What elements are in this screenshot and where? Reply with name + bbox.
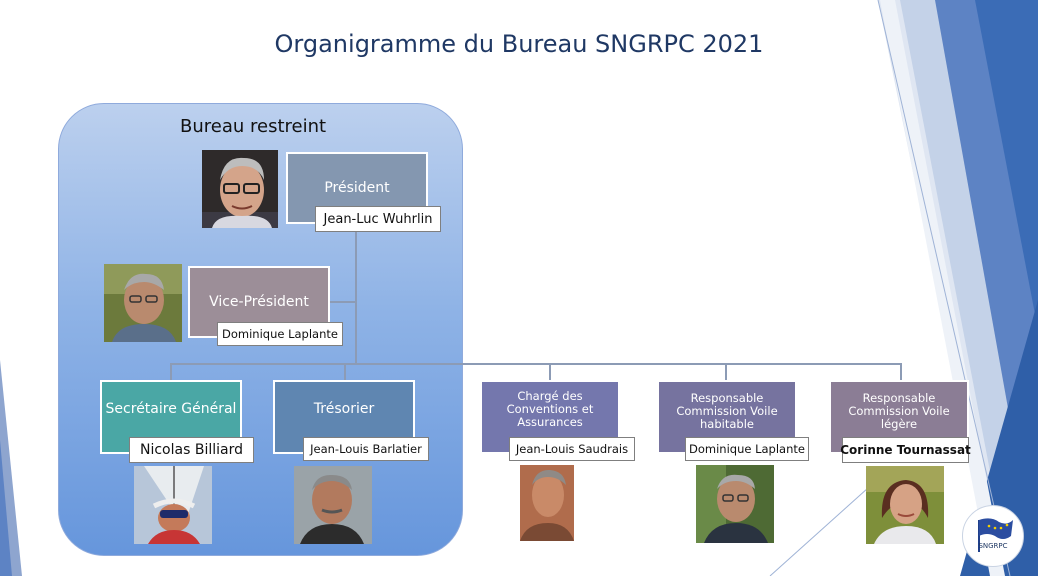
- voile-habitable-photo: [696, 465, 774, 543]
- voile-legere-role: Responsable Commission Voile légère: [848, 391, 950, 432]
- vice-president-name: Dominique Laplante: [217, 322, 343, 346]
- president-role: Président: [324, 179, 390, 196]
- conventions-name: Jean-Louis Saudrais: [509, 437, 635, 461]
- voile-habitable-role: Responsable Commission Voile habitable: [676, 391, 778, 432]
- voile-legere-photo: [866, 466, 944, 544]
- secretaire-role: Secrétaire Général: [105, 400, 237, 417]
- slide-title: Organigramme du Bureau SNGRPC 2021: [274, 30, 764, 58]
- voile-habitable-name: Dominique Laplante: [685, 437, 809, 461]
- conventions-photo: [520, 465, 574, 541]
- group-label: Bureau restreint: [180, 116, 327, 137]
- vice-president-role: Vice-Président: [209, 293, 309, 310]
- voile-legere-name: Corinne Tournassat: [840, 437, 971, 463]
- connector-line: [330, 301, 356, 303]
- tresorier-role: Trésorier: [313, 400, 375, 417]
- tresorier-photo: [294, 466, 372, 544]
- connector-line: [355, 232, 357, 364]
- president-photo: [202, 150, 278, 228]
- flag-icon: [978, 518, 1013, 552]
- tresorier-name: Jean-Louis Barlatier: [303, 437, 429, 461]
- connector-line: [900, 363, 902, 380]
- secretaire-name: Nicolas Billiard: [129, 437, 254, 463]
- connector-line: [344, 363, 346, 380]
- connector-line: [549, 363, 551, 380]
- vice-president-photo: [104, 264, 182, 342]
- president-name: Jean-Luc Wuhrlin: [315, 206, 441, 232]
- secretaire-photo: [134, 466, 212, 544]
- connector-line: [725, 363, 727, 380]
- conventions-role: Chargé des Conventions et Assurances: [506, 389, 594, 430]
- sngrpc-logo: SNGRPC: [962, 505, 1024, 567]
- logo-text: SNGRPC: [978, 542, 1008, 550]
- connector-line: [170, 363, 902, 365]
- connector-line: [170, 363, 172, 380]
